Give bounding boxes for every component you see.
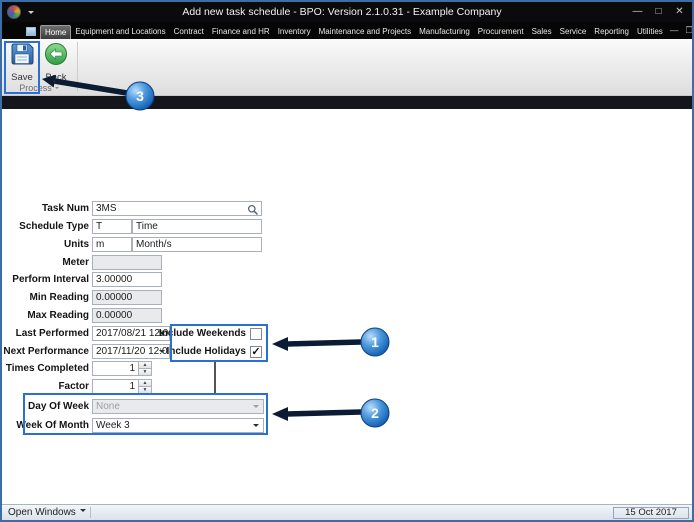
times-completed-label: Times Completed xyxy=(5,363,89,374)
spinner xyxy=(138,361,152,376)
week-of-month-label: Week Of Month xyxy=(16,420,89,431)
tab-reporting[interactable]: Reporting xyxy=(594,27,629,36)
include-holidays-checkbox[interactable]: ✓ xyxy=(250,346,262,358)
day-of-week-dropdown: None xyxy=(92,399,264,414)
max-reading-label: Max Reading xyxy=(27,310,89,321)
tab-service[interactable]: Service xyxy=(559,27,587,36)
week-of-month-dropdown[interactable]: Week 3 xyxy=(92,418,264,433)
next-performance-label: Next Performance xyxy=(3,346,89,357)
status-bar: Open Windows 15 Oct 2017 xyxy=(2,504,692,520)
spin-down-icon[interactable] xyxy=(138,368,152,376)
process-group-label: Process xyxy=(2,83,76,94)
min-reading-field: 0.00000 xyxy=(92,290,162,305)
units-code-field[interactable]: m xyxy=(92,237,132,252)
spinner xyxy=(138,379,152,394)
perform-interval-field[interactable]: 3.00000 xyxy=(92,272,162,287)
schedule-type-desc-field[interactable]: Time xyxy=(132,219,262,234)
save-button-label: Save xyxy=(11,72,33,83)
perform-interval-label: Perform Interval xyxy=(12,274,89,285)
statusbar-separator xyxy=(90,507,91,518)
chevron-down-icon[interactable] xyxy=(156,345,169,358)
save-button[interactable]: Save xyxy=(6,41,38,87)
ribbon-tab-bar: Home Equipment and Locations Contract Fi… xyxy=(2,22,692,39)
meter-field xyxy=(92,255,162,270)
close-button[interactable]: ✕ xyxy=(675,6,684,17)
mdi-window-controls: — ❐ ✕ xyxy=(667,24,692,37)
chevron-down-icon[interactable] xyxy=(156,327,169,340)
schedule-type-label: Schedule Type xyxy=(19,221,89,232)
chevron-down-icon xyxy=(79,509,86,515)
max-reading-field: 0.00000 xyxy=(92,308,162,323)
back-button[interactable]: Back xyxy=(40,41,72,87)
title-bar: Add new task schedule - BPO: Version 2.1… xyxy=(2,2,692,22)
back-button-label: Back xyxy=(45,72,67,83)
window-title: Add new task schedule - BPO: Version 2.1… xyxy=(182,6,502,18)
tab-maintenance-and-projects[interactable]: Maintenance and Projects xyxy=(318,27,412,36)
tab-contract[interactable]: Contract xyxy=(173,27,204,36)
times-completed-stepper[interactable]: 1 xyxy=(92,361,152,376)
last-performed-label: Last Performed xyxy=(15,328,89,339)
save-floppy-icon xyxy=(11,43,34,65)
mdi-minimize-button[interactable]: — xyxy=(670,25,679,35)
tab-home[interactable]: Home xyxy=(40,25,72,39)
next-performance-combo[interactable]: 2017/11/20 12:0 xyxy=(92,344,170,359)
chevron-down-icon xyxy=(250,400,263,413)
include-weekends-label: Include Weekends xyxy=(158,328,246,339)
tab-finance-and-hr[interactable]: Finance and HR xyxy=(211,27,270,36)
meter-label: Meter xyxy=(62,257,89,268)
search-icon[interactable] xyxy=(247,203,260,216)
schedule-type-code-field[interactable]: T xyxy=(92,219,132,234)
task-schedule-form: Task Num 3MS Schedule Type T Time xyxy=(2,109,692,504)
factor-stepper[interactable]: 1 xyxy=(92,379,152,394)
ribbon: Save Back Process xyxy=(2,39,692,96)
checkmark-icon: ✓ xyxy=(251,346,261,358)
status-date: 15 Oct 2017 xyxy=(613,507,689,519)
include-holidays-label: Include Holidays xyxy=(166,346,246,357)
include-weekends-checkbox[interactable] xyxy=(250,328,262,340)
form-header-strip xyxy=(2,96,692,109)
tab-manufacturing[interactable]: Manufacturing xyxy=(419,27,470,36)
units-desc-field[interactable]: Month/s xyxy=(132,237,262,252)
open-windows-menu[interactable]: Open Windows xyxy=(8,505,86,520)
last-performed-combo[interactable]: 2017/08/21 12:0 xyxy=(92,326,170,341)
app-logo-icon xyxy=(7,5,21,19)
tab-utilities[interactable]: Utilities xyxy=(636,27,663,36)
tab-equipment-and-locations[interactable]: Equipment and Locations xyxy=(75,27,166,36)
ribbon-group-separator xyxy=(77,42,78,92)
spin-down-icon[interactable] xyxy=(138,386,152,394)
maximize-button[interactable]: □ xyxy=(655,6,662,17)
chevron-down-icon[interactable] xyxy=(250,419,263,432)
document-icon xyxy=(26,27,36,36)
back-arrow-icon xyxy=(45,43,67,65)
window-controls: — □ ✕ xyxy=(627,2,690,22)
tab-inventory[interactable]: Inventory xyxy=(277,27,311,36)
process-group-options-icon[interactable] xyxy=(54,86,59,91)
factor-label: Factor xyxy=(58,381,89,392)
task-num-label: Task Num xyxy=(41,203,89,214)
minimize-button[interactable]: — xyxy=(632,6,643,17)
mdi-restore-button[interactable]: ❐ xyxy=(682,24,692,37)
units-label: Units xyxy=(64,239,89,250)
task-num-field[interactable]: 3MS xyxy=(92,201,262,216)
quick-access-caret-icon[interactable] xyxy=(28,11,34,17)
tab-procurement[interactable]: Procurement xyxy=(477,27,524,36)
min-reading-label: Min Reading xyxy=(29,292,89,303)
tab-sales[interactable]: Sales xyxy=(531,27,552,36)
day-of-week-label: Day Of Week xyxy=(28,401,89,412)
